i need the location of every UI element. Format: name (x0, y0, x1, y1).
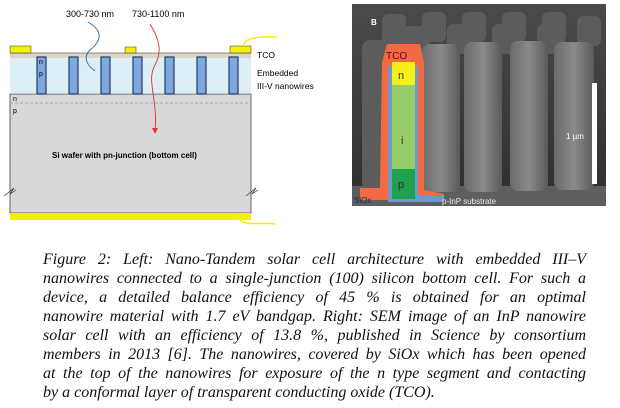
embedded-layer (10, 58, 251, 94)
caption-line: Figure 2: Left: Nano-Tandem solar cell a… (43, 251, 586, 268)
nanowire (36, 56, 47, 95)
bottom-wire (239, 219, 276, 225)
long-wavelength-label: 730-1100 nm (132, 9, 184, 19)
tco-layer (10, 53, 251, 58)
siox-label: SiOx (354, 196, 371, 205)
nanowire (132, 56, 143, 95)
tco-label: TCO (386, 51, 407, 62)
tco-label: TCO (257, 50, 275, 60)
top-wire (242, 36, 278, 47)
nanowire (68, 56, 79, 95)
scale-bar-label: 1 µm (566, 132, 584, 141)
nanowire-pillar (510, 41, 548, 191)
break-mark (3, 187, 17, 197)
nanowire (228, 56, 239, 95)
n-segment (392, 62, 415, 85)
nanowire (100, 56, 111, 95)
caption-line: device, a detailed balance efficiency of… (43, 289, 586, 306)
embedded-label: Embedded (257, 68, 298, 78)
caption-line: at the top of the nanowires for exposure… (43, 365, 586, 382)
si-wafer (9, 93, 252, 214)
i-segment (392, 85, 415, 169)
short-wavelength-label: 300-730 nm (66, 9, 114, 19)
nanowire-pillar (422, 44, 460, 192)
caption-line: solar cell with an efficiency of 13.8 %,… (43, 327, 586, 344)
caption-line: nanowires connected to a single-junction… (43, 270, 586, 287)
nanowire-pillar (464, 42, 502, 192)
sem-image: B TCO n i p SiOx p-InP substrate 1 µm (352, 4, 606, 206)
p-segment (392, 169, 415, 199)
figure-caption: Figure 2: Left: Nano-Tandem solar cell a… (43, 250, 586, 402)
panel-label: B (371, 18, 377, 27)
p-label: p (398, 179, 404, 191)
n-label: n (398, 70, 404, 82)
caption-line: members in 2013 [6]. The nanowires, cove… (43, 346, 586, 363)
long-wavelength-arrow (149, 23, 160, 131)
wafer-label: Si wafer with pn-junction (bottom cell) (52, 151, 197, 160)
embedded-label: III-V nanowires (257, 81, 314, 91)
nanowire (164, 56, 175, 95)
top-contact (9, 45, 32, 54)
nanowire (196, 56, 207, 95)
top-contact (124, 46, 137, 54)
short-wavelength-arrow (85, 21, 100, 72)
i-label: i (401, 135, 403, 147)
nano-tandem-diagram: 300-730 nm 730-1100 nm TCO Embedded III-… (3, 9, 314, 225)
nanowire-pillar (554, 42, 594, 190)
bottom-contact (10, 213, 251, 220)
si-p-label: p (13, 108, 17, 115)
nanowire-p-label: p (39, 71, 43, 78)
scale-bar (592, 83, 597, 184)
caption-line: by a conformal layer of transparent cond… (43, 384, 435, 401)
break-mark (245, 187, 259, 197)
si-n-label: n (13, 96, 17, 103)
nanowires (36, 56, 239, 95)
top-contact (229, 45, 252, 54)
substrate-label: p-InP substrate (442, 197, 497, 206)
nanowire-n-label: n (39, 59, 43, 66)
caption-line: nanowire material with 1.7 eV bandgap. R… (43, 308, 586, 325)
